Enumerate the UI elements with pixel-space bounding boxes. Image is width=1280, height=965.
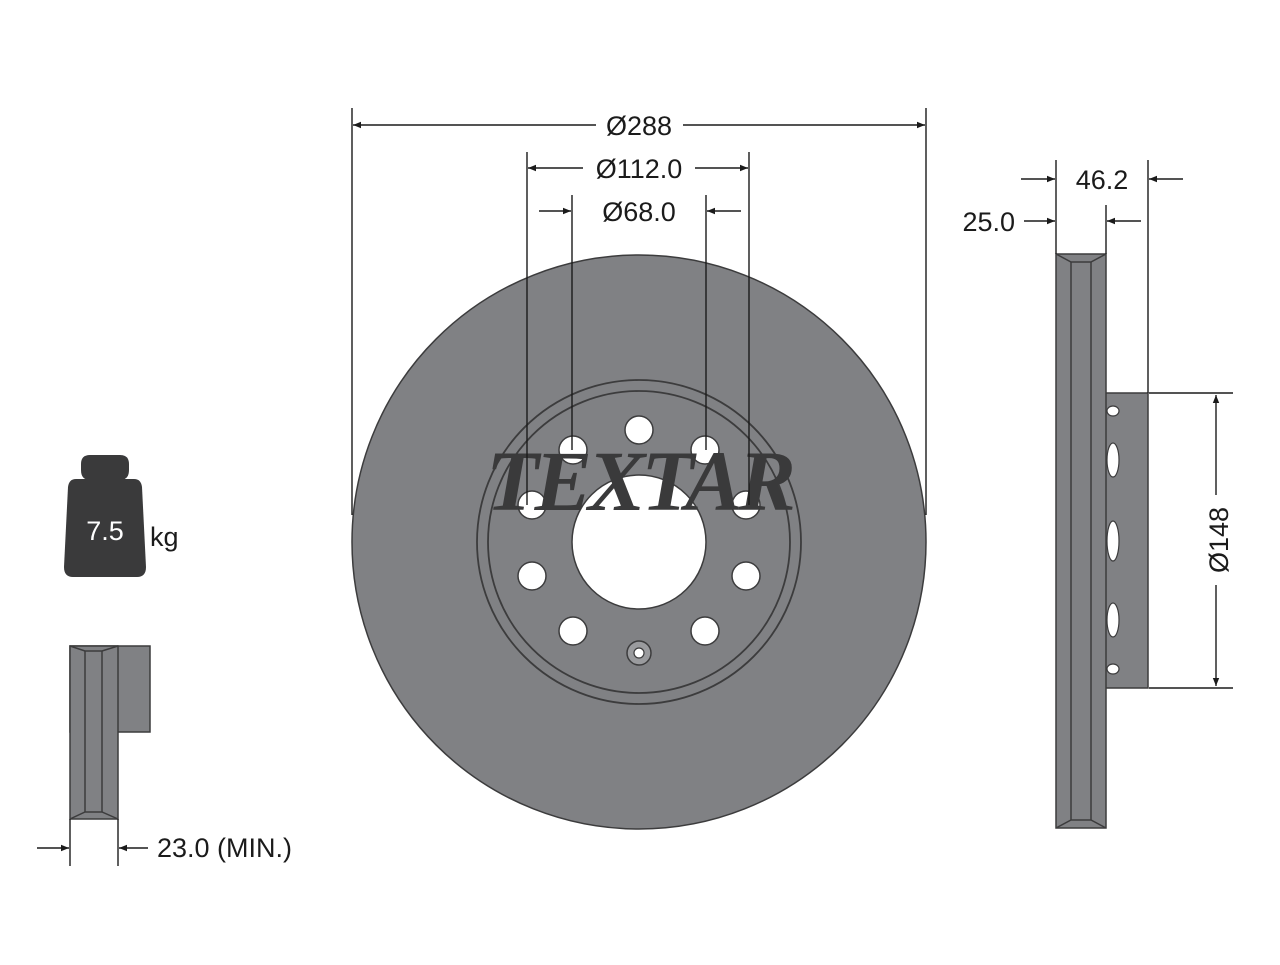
side-view	[1055, 253, 1149, 829]
hub-groove-inner	[487, 390, 791, 694]
extension-lines	[351, 108, 927, 515]
bolt-hole	[558, 616, 588, 646]
center-bore	[571, 474, 707, 610]
front-view: TEXTAR	[351, 254, 927, 830]
dim-overall-height: 46.2	[1076, 165, 1129, 195]
dimension-lines	[353, 121, 925, 215]
bolt-hole	[690, 616, 720, 646]
bolt-hole	[731, 561, 761, 591]
weight-unit: kg	[150, 522, 179, 552]
bolt-hole	[517, 561, 547, 591]
bolt-holes	[517, 415, 761, 646]
dim-min-thickness: 23.0 (MIN.)	[157, 833, 292, 863]
friction-ring	[1055, 253, 1107, 829]
weight-value: 7.5	[86, 516, 124, 546]
bolt-hole	[517, 490, 547, 520]
min-thickness-dimension-lines	[37, 819, 148, 866]
dim-center-bore: Ø68.0	[602, 197, 676, 227]
bolt-hole	[731, 490, 761, 520]
dim-bolt-circle: Ø112.0	[596, 154, 683, 184]
brand-logo: TEXTAR	[486, 433, 793, 529]
dim-outer-diameter: Ø288	[606, 111, 672, 141]
hub-groove-outer	[476, 379, 802, 705]
min-thickness-view	[69, 645, 151, 820]
bolt-hole	[690, 435, 720, 465]
side-dimension-lines	[1021, 160, 1233, 689]
dim-hub-diameter: Ø148	[1204, 507, 1234, 573]
locating-hole	[626, 640, 652, 666]
bolt-hole	[624, 415, 654, 445]
weight-icon: 7.5	[64, 455, 146, 577]
cooling-slots	[1106, 405, 1120, 675]
dim-thickness: 25.0	[962, 207, 1015, 237]
bolt-hole	[558, 435, 588, 465]
